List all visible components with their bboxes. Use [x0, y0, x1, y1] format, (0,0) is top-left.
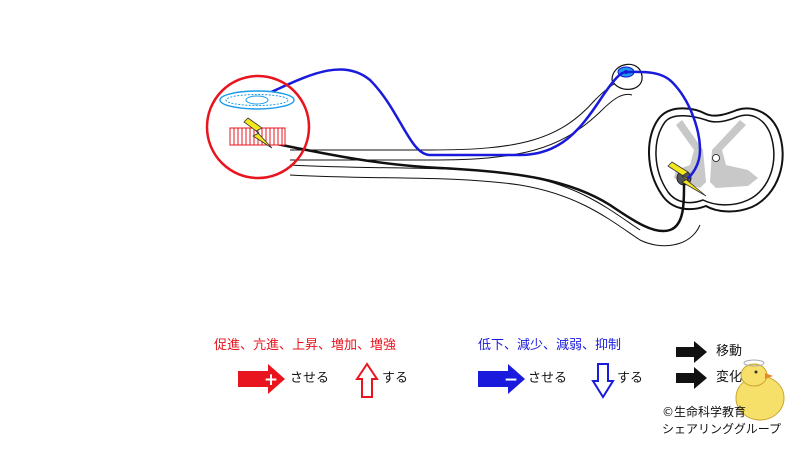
credit-line-1: ©生命科学教育: [662, 405, 747, 419]
nerve-bundle-outline: [289, 79, 701, 247]
decrease-terms: 低下、減少、減弱、抑制: [478, 338, 622, 353]
increase-hollow-arrow-icon: [355, 362, 379, 398]
decrease-arrow-label: させる: [528, 371, 568, 386]
decrease-hollow-label: する: [617, 371, 644, 386]
increase-arrow-icon: +: [238, 364, 285, 394]
credit-line-2: シェアリンググループ: [662, 422, 782, 436]
increase-arrow-label: させる: [290, 371, 330, 386]
move-arrow-icon: [676, 341, 707, 363]
plus-symbol: +: [264, 370, 278, 390]
change-label: 変化: [716, 370, 743, 385]
chick-mascot-icon: [735, 359, 785, 421]
spinal-cord-cross-section: [648, 107, 784, 213]
sensory-neuron-path: [261, 68, 702, 181]
motor-neuron-path: [271, 141, 686, 233]
receptor-icon: [219, 90, 295, 110]
minus-symbol: −: [504, 370, 518, 390]
change-arrow-icon: [676, 367, 707, 389]
decrease-arrow-icon: −: [478, 364, 525, 394]
move-label: 移動: [716, 344, 743, 359]
decrease-hollow-arrow-icon: [591, 363, 615, 399]
receptor-highlight-circle: [205, 74, 311, 180]
synapse-lightning-bolt-icon: [667, 161, 707, 197]
increase-hollow-label: する: [382, 371, 409, 386]
lightning-bolt-icon: [243, 117, 273, 149]
increase-terms: 促進、亢進、上昇、増加、増強: [214, 338, 397, 353]
